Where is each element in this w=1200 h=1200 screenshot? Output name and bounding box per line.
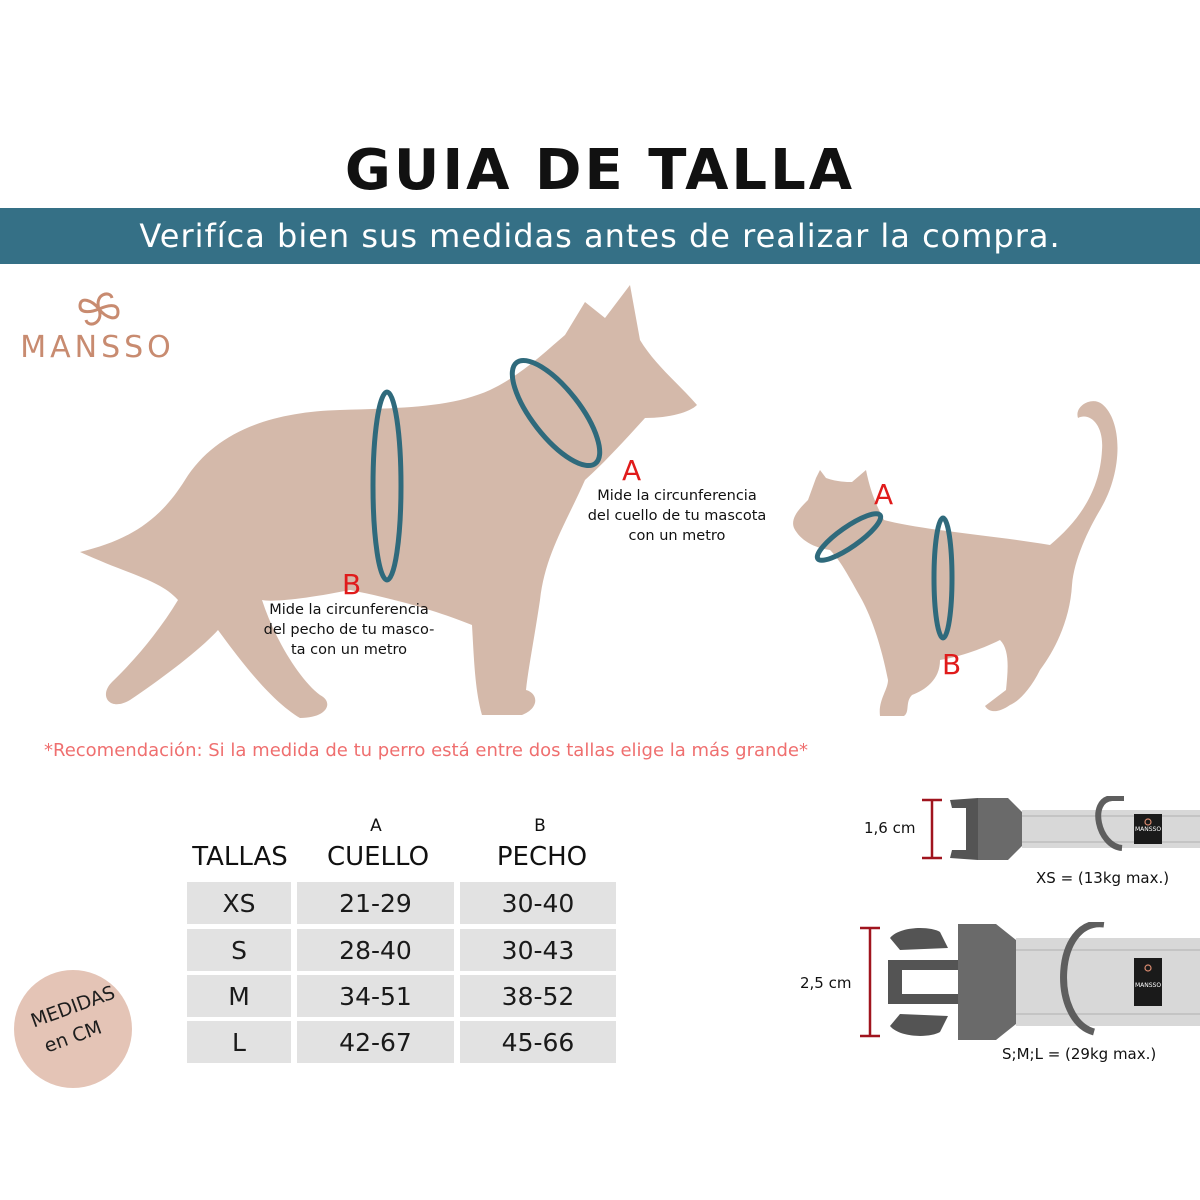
size-cell: XS [187, 882, 291, 924]
collar-xs-width-label: 1,6 cm [864, 819, 916, 837]
chest-column-header: PECHO [496, 842, 588, 872]
cat-silhouette-icon [793, 401, 1118, 716]
units-badge: MEDIDAS en CM [14, 970, 132, 1088]
page-title: GUIA DE TALLA [344, 138, 856, 203]
dog-chest-caption: Mide la circunferencia del pecho de tu m… [263, 602, 435, 658]
mansso-knot-logo-icon [78, 292, 120, 326]
collar-sml-tag: MANSSO [1134, 982, 1162, 989]
neck-cell: 42-67 [297, 1021, 454, 1063]
dog-neck-caption: Mide la circunferencia del cuello de tu … [587, 488, 767, 544]
cat-neck-measure-ring [814, 511, 884, 563]
neck-cell: 28-40 [297, 929, 454, 971]
collar-sml-caption: S;M;L = (29kg max.) [1002, 1045, 1157, 1063]
collar-xs-caption: XS = (13kg max.) [1036, 869, 1170, 887]
chest-cell: 38-52 [460, 975, 616, 1017]
dog-silhouette-icon [80, 285, 697, 718]
size-cell: L [187, 1021, 291, 1063]
collar-sml-buckle-icon [860, 922, 1200, 1040]
chest-cell: 30-43 [460, 929, 616, 971]
neck-column-header: CUELLO [326, 842, 430, 872]
sizes-column-header: TALLAS [192, 842, 288, 872]
collar-xs-buckle-icon [922, 796, 1200, 860]
dog-neck-letter: A [622, 454, 642, 487]
chest-cell: 45-66 [460, 1021, 616, 1063]
dog-chest-letter: B [342, 568, 362, 601]
neck-cell: 21-29 [297, 882, 454, 924]
chest-cell: 30-40 [460, 882, 616, 924]
cat-neck-letter: A [874, 478, 894, 511]
recommendation-note: *Recomendación: Si la medida de tu perro… [44, 740, 808, 761]
neck-column-letter: A [370, 816, 382, 836]
cat-chest-measure-ring [931, 515, 955, 641]
dog-neck-measure-ring [509, 357, 603, 469]
cat-chest-letter: B [942, 648, 962, 681]
neck-cell: 34-51 [297, 975, 454, 1017]
size-cell: M [187, 975, 291, 1017]
chest-column-letter: B [534, 816, 546, 836]
size-cell: S [187, 929, 291, 971]
dog-chest-measure-ring [370, 389, 404, 583]
collar-xs-tag: MANSSO [1134, 826, 1162, 833]
brand-name: MANSSO [20, 330, 175, 365]
subtitle-banner: Verifíca bien sus medidas antes de reali… [0, 208, 1200, 264]
collar-sml-width-label: 2,5 cm [800, 974, 852, 992]
